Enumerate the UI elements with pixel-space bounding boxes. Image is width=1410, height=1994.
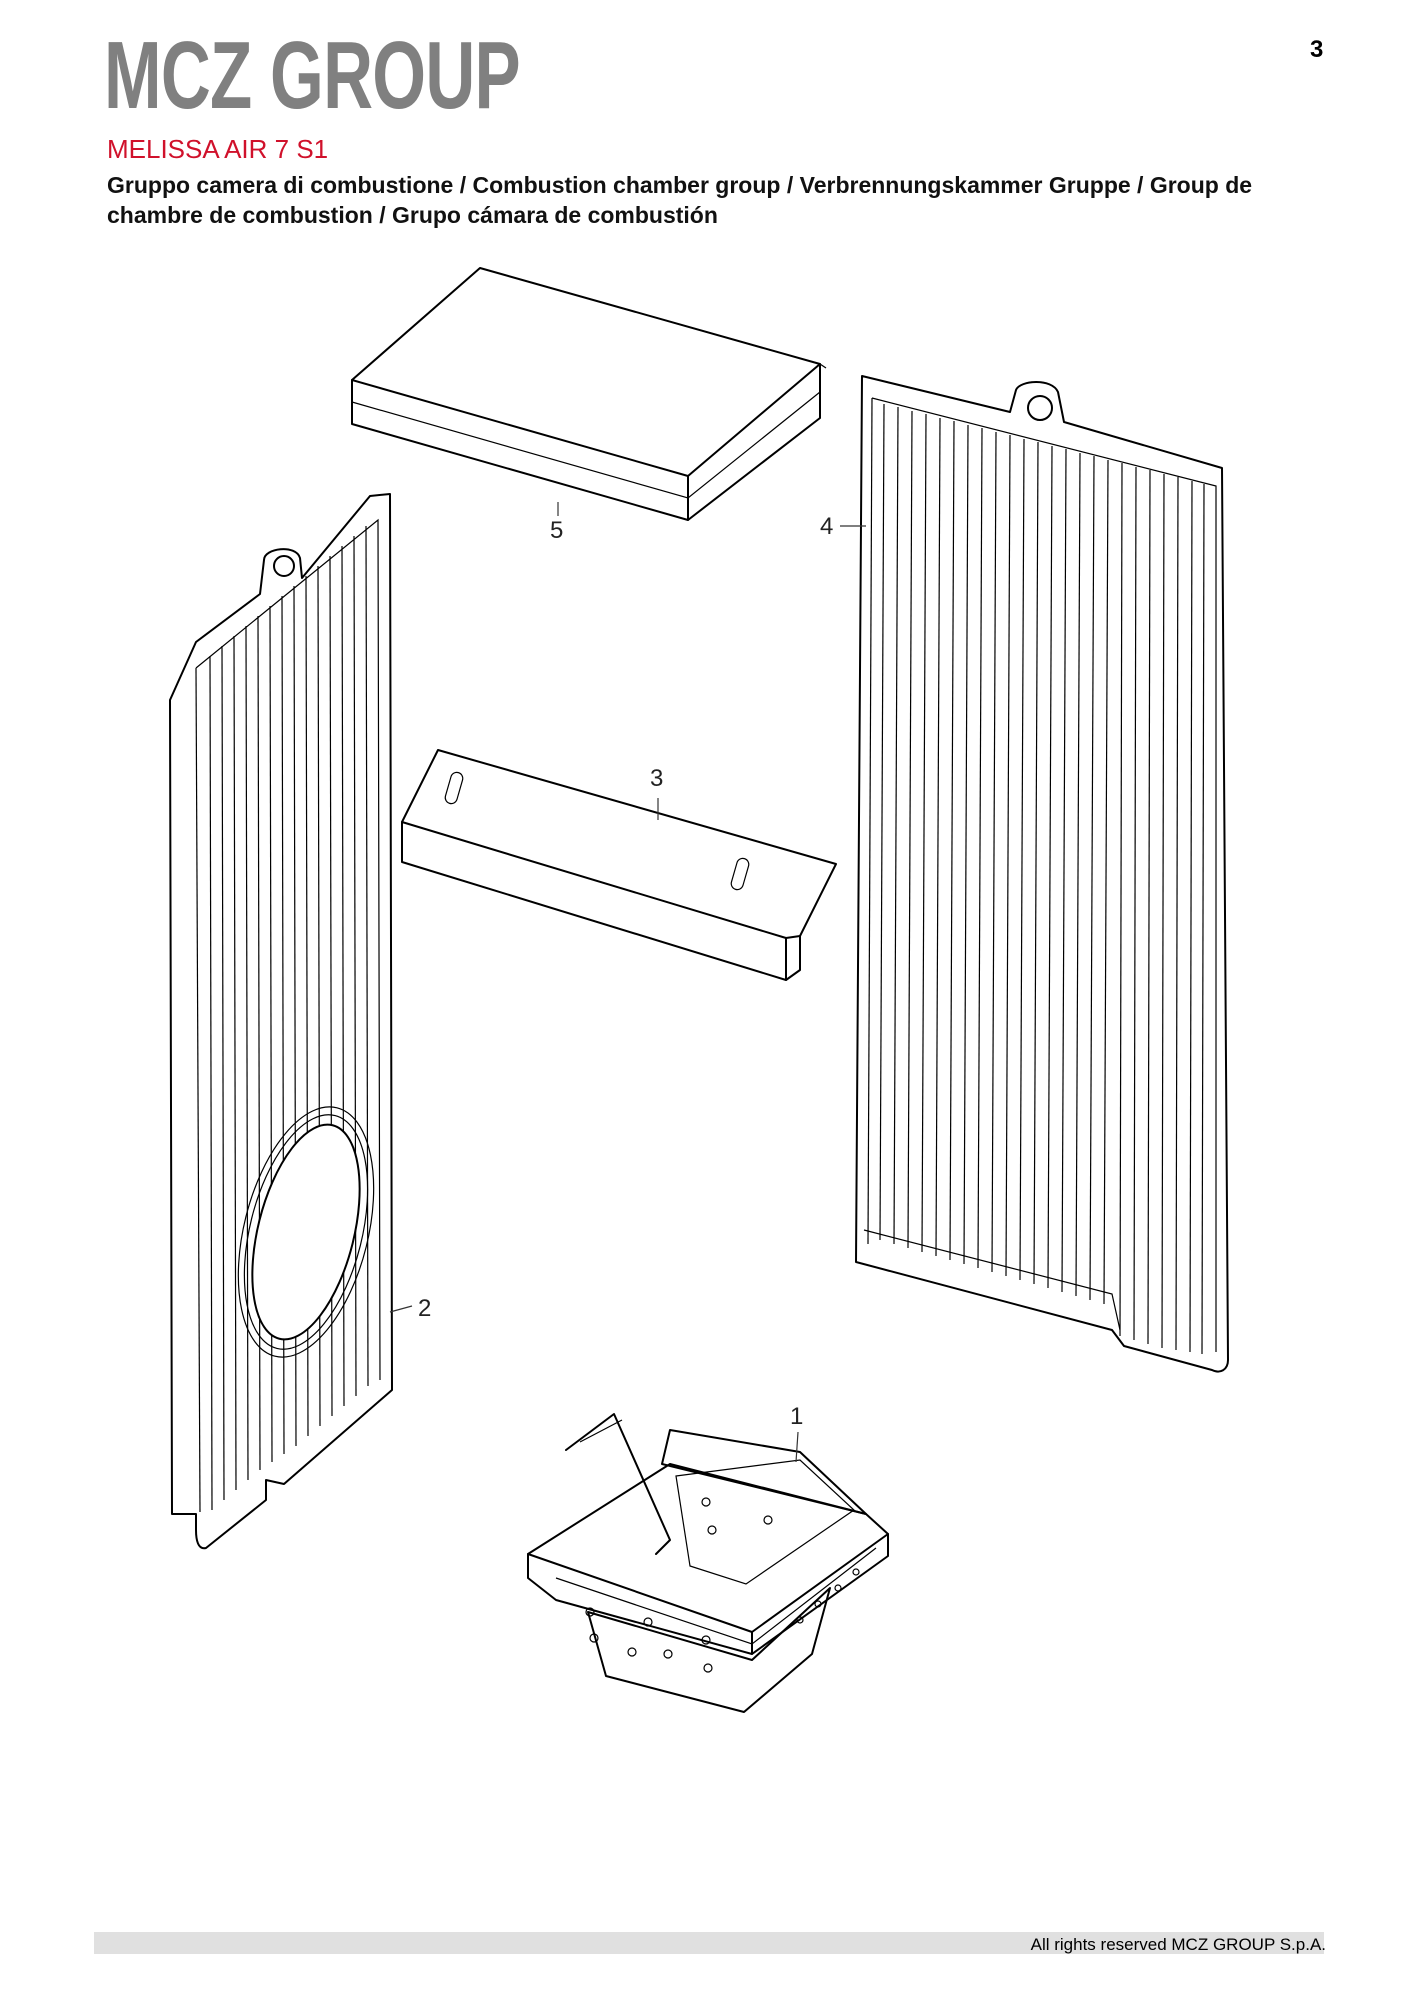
deflector-bracket-icon bbox=[401, 749, 837, 981]
callout-2: 2 bbox=[418, 1295, 431, 1322]
callout-5: 5 bbox=[550, 517, 563, 544]
callout-4: 4 bbox=[820, 513, 833, 540]
model-title: MELISSA AIR 7 S1 bbox=[107, 134, 329, 164]
top-baffle-icon bbox=[351, 267, 827, 521]
callout-1: 1 bbox=[790, 1403, 803, 1430]
right-side-panel-icon bbox=[855, 375, 1229, 1373]
left-side-panel-icon bbox=[169, 493, 393, 1550]
callout-3: 3 bbox=[650, 765, 663, 792]
footer-bar bbox=[94, 1932, 1324, 1954]
mcz-group-logo: MCZ GROUP bbox=[104, 22, 521, 129]
footer-copyright: All rights reserved MCZ GROUP S.p.A. bbox=[1030, 1935, 1326, 1954]
page-number: 3 bbox=[1310, 36, 1324, 63]
section-subtitle: Gruppo camera di combustione / Combustio… bbox=[107, 172, 1253, 228]
burn-pot-icon bbox=[527, 1413, 889, 1713]
